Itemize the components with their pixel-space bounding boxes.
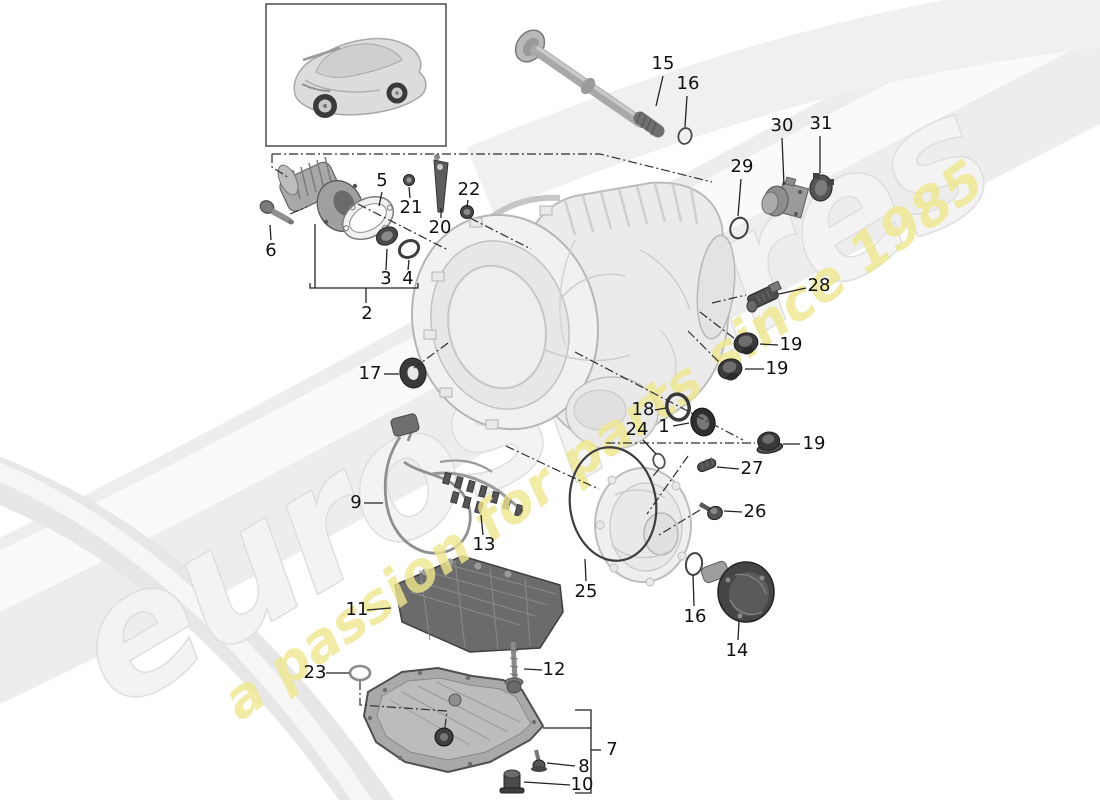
dash-dot-lines xyxy=(271,153,755,736)
leader-lines xyxy=(269,75,821,794)
part-27-pin xyxy=(697,456,717,473)
part-4-seal-ring xyxy=(397,239,421,259)
part-15-shaft xyxy=(514,29,665,138)
part-1-bearing xyxy=(690,407,716,437)
callout-15: 15 xyxy=(651,53,675,74)
callout-22: 22 xyxy=(457,179,481,200)
callout-17: 17 xyxy=(358,363,382,384)
callout-13: 13 xyxy=(472,534,496,555)
callout-8: 8 xyxy=(578,756,590,777)
callout-12: 12 xyxy=(542,659,566,680)
callout-21: 21 xyxy=(399,197,423,218)
part-17-seal-ring xyxy=(399,357,427,389)
part-19-plug-a xyxy=(733,332,759,355)
part-13-connector-strip xyxy=(442,471,524,518)
callout-27: 27 xyxy=(740,458,764,479)
vehicle-thumbnail-box xyxy=(265,3,447,147)
part-28-sensor xyxy=(746,280,782,313)
part-14-flange xyxy=(700,560,775,623)
callout-26: 26 xyxy=(743,501,767,522)
callout-29: 29 xyxy=(730,156,754,177)
callout-18: 18 xyxy=(631,399,655,420)
callout-4: 4 xyxy=(402,268,414,289)
part-8-bolt xyxy=(531,749,547,772)
callout-6: 6 xyxy=(265,240,277,261)
callout-16-bottom: 16 xyxy=(683,606,707,627)
callout-16-top: 16 xyxy=(676,73,700,94)
part-9-wiring-harness xyxy=(383,413,525,555)
part-19-plug-c xyxy=(756,431,784,454)
part-26-bolt xyxy=(698,502,723,521)
part-25-o-ring xyxy=(568,446,658,562)
porsche-911-rear-three-quarter-icon xyxy=(293,37,427,118)
callout-19-b: 19 xyxy=(765,358,789,379)
callout-31: 31 xyxy=(809,113,833,134)
part-11-valve-body xyxy=(394,555,564,653)
callout-19-c: 19 xyxy=(802,433,826,454)
part-21-nut xyxy=(403,174,415,186)
transmission-housing-illustration xyxy=(410,181,736,450)
callout-20: 20 xyxy=(428,217,452,238)
part-30-housing xyxy=(761,176,810,219)
callout-1: 1 xyxy=(658,416,670,437)
mid-parts xyxy=(259,29,834,794)
side-cover-illustration xyxy=(594,467,692,587)
callout-28: 28 xyxy=(807,275,831,296)
callout-11: 11 xyxy=(345,599,369,620)
part-31-cap xyxy=(809,173,834,202)
part-12-bolt xyxy=(504,641,524,694)
callout-24: 24 xyxy=(625,419,649,440)
part-16-o-ring-top xyxy=(677,127,693,145)
callout-2: 2 xyxy=(361,303,373,324)
part-6-bolt xyxy=(259,200,294,225)
bracket-part-7 xyxy=(575,709,592,794)
part-29-o-ring xyxy=(729,216,749,240)
part-23-seal-ring xyxy=(348,664,372,682)
callout-14: 14 xyxy=(725,640,749,661)
part-22-nut xyxy=(460,205,474,219)
callout-30: 30 xyxy=(770,115,794,136)
callout-3: 3 xyxy=(380,268,392,289)
part-24-o-ring xyxy=(652,452,666,470)
part-3-sleeve xyxy=(375,226,399,246)
part-20-lever xyxy=(433,154,449,213)
part-5-gasket xyxy=(342,195,394,241)
callout-25: 25 xyxy=(574,581,598,602)
part-19-plug-b xyxy=(717,358,743,381)
callout-10: 10 xyxy=(570,774,594,795)
part-16-snap-ring-bottom xyxy=(684,552,704,576)
part-10-plug xyxy=(499,769,525,794)
bracket-part-2 xyxy=(309,283,419,289)
callout-23: 23 xyxy=(303,662,327,683)
callout-19-a: 19 xyxy=(779,334,803,355)
callout-9: 9 xyxy=(350,492,362,513)
part-18-seal-ring xyxy=(665,392,691,422)
callout-5: 5 xyxy=(376,170,388,191)
dark-parts xyxy=(375,127,784,623)
callout-7: 7 xyxy=(606,739,618,760)
